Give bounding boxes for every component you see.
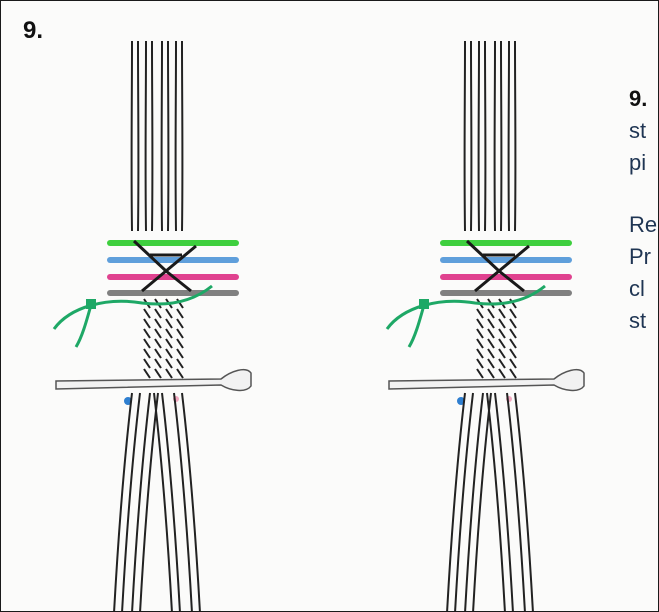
knot-icon xyxy=(134,241,196,291)
instruction-line: st xyxy=(629,115,659,147)
weft-twine xyxy=(144,319,150,328)
weft-twine xyxy=(177,329,183,338)
warp-thread xyxy=(122,393,140,611)
weft-twine xyxy=(510,369,516,378)
weft-twine xyxy=(177,339,183,348)
weft-twine xyxy=(477,339,483,348)
weft-twine xyxy=(155,329,161,338)
weft-twine xyxy=(477,369,483,378)
illustration-panel-right xyxy=(379,41,609,611)
weft-twine xyxy=(488,339,494,348)
weft-twine xyxy=(510,339,516,348)
weft-twine xyxy=(477,309,483,318)
knot-icon xyxy=(467,241,529,291)
warp-thread xyxy=(455,393,473,611)
cord-knot xyxy=(419,299,429,309)
pattern-stick xyxy=(56,370,251,391)
weft-twine xyxy=(477,329,483,338)
weft-twine xyxy=(499,359,505,368)
weft-twine xyxy=(155,339,161,348)
weft-twine xyxy=(488,349,494,358)
weft-twine xyxy=(510,329,516,338)
cord-knot xyxy=(86,299,96,309)
weft-twine xyxy=(499,349,505,358)
weft-twine xyxy=(499,319,505,328)
weft-twine xyxy=(144,309,150,318)
weaving-illustration xyxy=(46,41,276,611)
weft-twine xyxy=(488,329,494,338)
weft-twine xyxy=(499,339,505,348)
weft-twine xyxy=(510,359,516,368)
weft-twine xyxy=(155,309,161,318)
weft-twine xyxy=(477,349,483,358)
warp-thread xyxy=(174,393,192,611)
pattern-stick xyxy=(389,370,584,391)
weft-twine xyxy=(177,349,183,358)
weft-twine xyxy=(144,359,150,368)
illustration-panel-left xyxy=(46,41,276,611)
weft-twine xyxy=(155,349,161,358)
weft-twine xyxy=(144,339,150,348)
weft-twine xyxy=(155,359,161,368)
warp-thread xyxy=(140,393,158,611)
weft-twine xyxy=(166,349,172,358)
warp-thread xyxy=(507,393,525,611)
weft-twine xyxy=(488,319,494,328)
instruction-line: Re xyxy=(629,209,659,241)
weft-twine xyxy=(177,319,183,328)
warp-thread xyxy=(473,393,491,611)
weft-twine xyxy=(144,349,150,358)
weft-twine xyxy=(155,319,161,328)
weft-twine xyxy=(166,329,172,338)
weft-twine xyxy=(499,329,505,338)
weft-twine xyxy=(177,369,183,378)
weft-twine xyxy=(144,369,150,378)
weft-twine xyxy=(155,369,161,378)
warp-thread xyxy=(154,393,172,611)
weft-twine xyxy=(166,309,172,318)
weft-twine xyxy=(477,319,483,328)
weft-twine xyxy=(499,369,505,378)
weft-twine xyxy=(177,309,183,318)
weft-twine xyxy=(166,319,172,328)
weft-twine xyxy=(477,359,483,368)
weft-twine xyxy=(499,309,505,318)
instruction-line: Pr xyxy=(629,241,659,273)
weft-twine xyxy=(166,359,172,368)
step-number: 9. xyxy=(23,17,43,45)
weft-twine xyxy=(488,359,494,368)
weft-twine xyxy=(177,359,183,368)
weft-twine xyxy=(510,319,516,328)
weft-twine xyxy=(166,369,172,378)
weft-twine xyxy=(510,309,516,318)
weaving-illustration xyxy=(379,41,609,611)
warp-thread xyxy=(487,393,505,611)
instruction-line: cl xyxy=(629,273,659,305)
weft-twine xyxy=(510,349,516,358)
instruction-line: pi xyxy=(629,147,659,179)
weft-twine xyxy=(488,369,494,378)
weft-twine xyxy=(166,339,172,348)
instruction-line: st xyxy=(629,305,659,337)
instruction-text: 9. st pi Re Pr cl st xyxy=(629,83,659,337)
weft-twine xyxy=(488,309,494,318)
instruction-line: 9. xyxy=(629,83,659,115)
weft-twine xyxy=(144,329,150,338)
